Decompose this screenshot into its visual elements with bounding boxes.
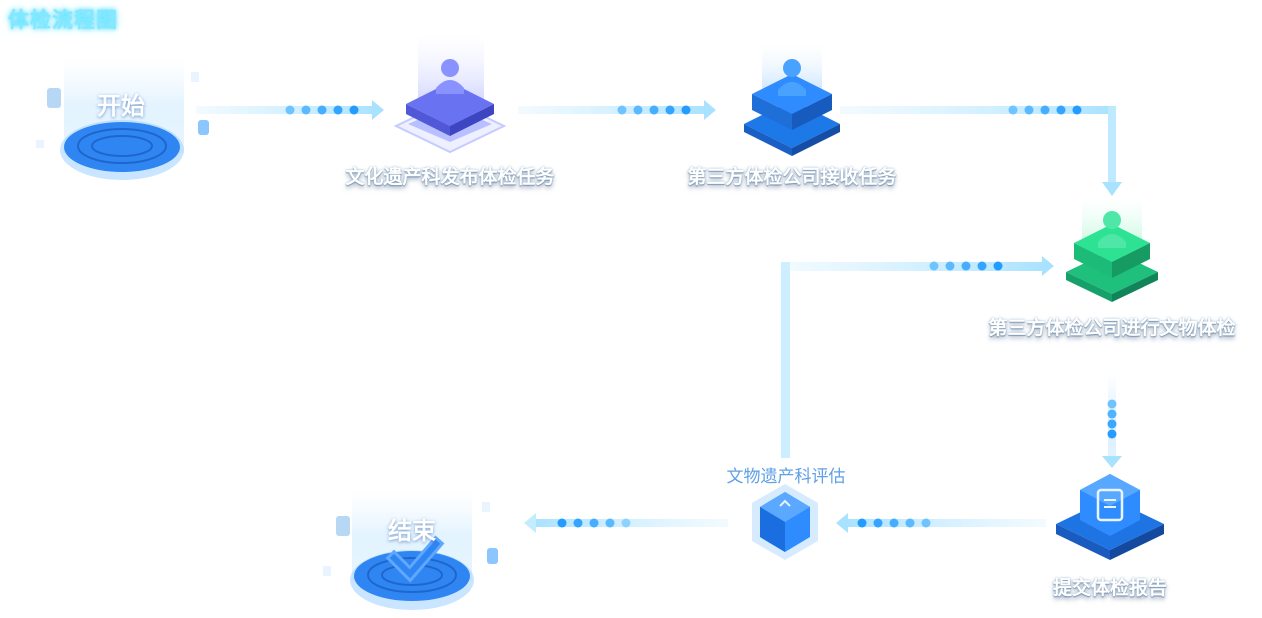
arrow-start-to-publish xyxy=(196,100,384,120)
arrow-report-to-evaluate xyxy=(836,513,1046,533)
start-label: 开始 xyxy=(97,92,145,120)
arrow-inspect-to-report xyxy=(1102,372,1122,468)
publish-label: 文化遗产科发布体检任务 xyxy=(345,166,555,188)
document-icon xyxy=(1096,488,1124,522)
publish-node xyxy=(393,34,507,154)
report-node xyxy=(1056,474,1164,560)
report-label: 提交体检报告 xyxy=(1052,577,1168,599)
receive-label: 第三方体检公司接收任务 xyxy=(687,166,897,188)
arrow-publish-to-receive xyxy=(518,100,716,120)
inspect-label: 第三方体检公司进行文物体检 xyxy=(988,317,1236,339)
diagram-title: 体检流程图 xyxy=(8,8,118,32)
end-label: 结束 xyxy=(388,517,436,545)
inspect-node xyxy=(1066,196,1158,302)
arrow-evaluate-to-end xyxy=(524,513,728,533)
receive-node xyxy=(744,44,840,156)
arrow-evaluate-to-inspect-loop xyxy=(781,256,1054,458)
evaluate-label: 文物遗产科评估 xyxy=(726,467,846,487)
start-node xyxy=(36,58,209,180)
end-node xyxy=(323,490,498,610)
arrow-receive-to-inspect xyxy=(840,105,1122,196)
evaluate-node xyxy=(752,484,818,560)
